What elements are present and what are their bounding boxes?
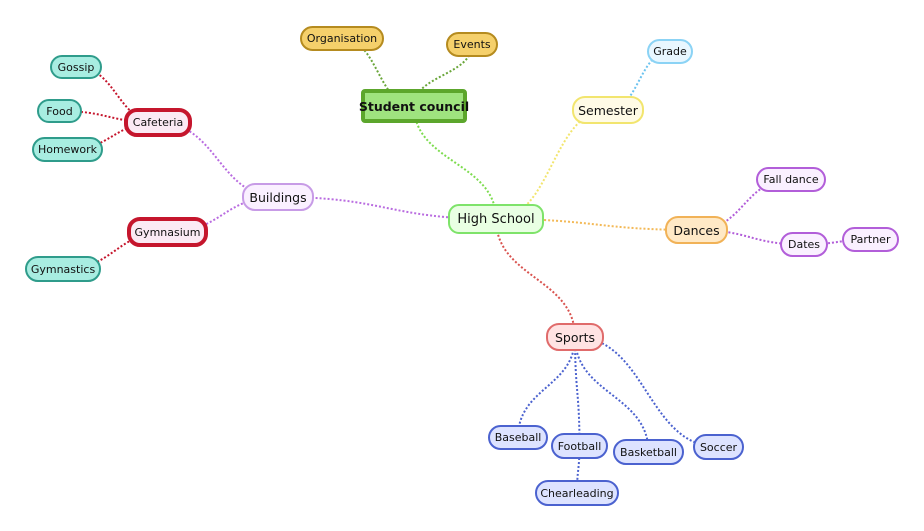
- node-student-council[interactable]: Student council: [359, 89, 469, 123]
- node-events[interactable]: Events: [446, 32, 498, 57]
- node-dates[interactable]: Dates: [780, 232, 828, 257]
- connector-sports-football: [574, 336, 581, 447]
- node-baseball[interactable]: Baseball: [488, 425, 548, 450]
- node-grade[interactable]: Grade: [647, 39, 693, 64]
- node-buildings[interactable]: Buildings: [242, 183, 314, 211]
- connector-high_school-sports: [495, 218, 576, 338]
- node-partner[interactable]: Partner: [842, 227, 899, 252]
- node-chearleading[interactable]: Chearleading: [535, 480, 619, 506]
- node-gymnasium[interactable]: Gymnasium: [127, 217, 208, 247]
- connector-sports-soccer: [574, 336, 719, 448]
- node-semester[interactable]: Semester: [572, 96, 644, 124]
- connector-high_school-semester: [495, 109, 609, 220]
- node-organisation[interactable]: Organisation: [300, 26, 384, 51]
- connector-buildings-cafeteria: [157, 121, 279, 198]
- node-homework[interactable]: Homework: [32, 137, 103, 162]
- node-sports[interactable]: Sports: [546, 323, 604, 351]
- node-fall-dance[interactable]: Fall dance: [756, 167, 826, 192]
- node-food[interactable]: Food: [37, 99, 82, 123]
- node-dances[interactable]: Dances: [665, 216, 728, 244]
- connector-sports-baseball: [517, 336, 576, 438]
- node-gossip[interactable]: Gossip: [50, 55, 102, 79]
- node-football[interactable]: Football: [551, 433, 608, 459]
- node-soccer[interactable]: Soccer: [693, 434, 744, 460]
- node-basketball[interactable]: Basketball: [613, 439, 684, 465]
- node-high-school[interactable]: High School: [448, 204, 544, 234]
- node-gymnastics[interactable]: Gymnastics: [25, 256, 101, 282]
- connector-high_school-student_council: [413, 105, 497, 220]
- node-cafeteria[interactable]: Cafeteria: [124, 108, 192, 137]
